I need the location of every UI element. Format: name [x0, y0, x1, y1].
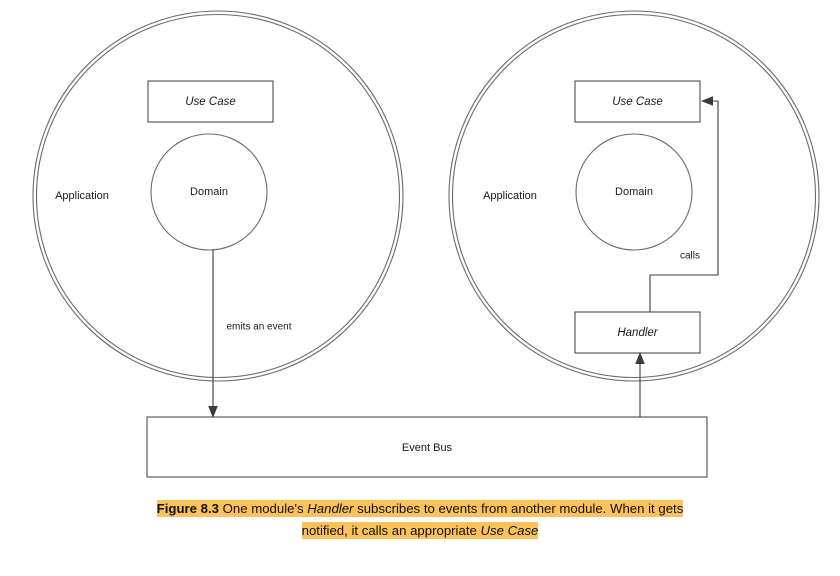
right-module-inner-ring — [451, 13, 817, 379]
caption-handler-term: Handler — [307, 501, 354, 516]
left-use-case-label: Use Case — [185, 96, 236, 108]
right-use-case-label: Use Case — [612, 96, 663, 108]
right-handler-label: Handler — [617, 327, 658, 339]
caption-line-1-pre: One module's — [218, 501, 308, 516]
right-use-case-box[interactable] — [574, 80, 701, 123]
event-bus-label: Event Bus — [402, 442, 453, 454]
left-domain-label: Domain — [190, 186, 228, 198]
event-bus-to-handler-edge — [635, 352, 645, 417]
left-use-case-box[interactable] — [147, 80, 274, 123]
caption-line-2: notified, it calls an appropriate Use Ca… — [301, 522, 539, 539]
emits-an-event-label: emits an event — [226, 322, 291, 333]
handler-calls-use-case-edge: calls — [649, 96, 719, 312]
left-module: Application Use Case Domain — [32, 10, 404, 382]
emits-an-event-edge: emits an event — [208, 250, 292, 418]
left-module-outer-ring — [32, 10, 404, 382]
right-application-label: Application — [483, 190, 537, 202]
caption-use-case-term: Use Case — [480, 523, 539, 538]
notify-edge-arrowhead — [635, 352, 645, 364]
calls-label: calls — [680, 251, 700, 262]
left-domain-circle[interactable] — [150, 133, 268, 251]
left-application-label: Application — [55, 190, 109, 202]
event-bus[interactable]: Event Bus — [146, 416, 708, 478]
right-module-outer-ring — [448, 10, 820, 382]
right-handler-box[interactable] — [574, 311, 701, 354]
caption-line-1: Figure 8.3 One module's Handler subscrib… — [156, 500, 684, 517]
emits-edge-arrowhead — [208, 406, 218, 418]
right-domain-label: Domain — [615, 186, 653, 198]
figure-number: Figure 8.3 — [156, 501, 219, 516]
caption-line-2-pre: notified, it calls an appropriate — [301, 523, 481, 538]
right-domain-circle[interactable] — [575, 133, 693, 251]
caption-line-1-post: subscribes to events from another module… — [353, 501, 684, 516]
event-bus-box[interactable] — [146, 416, 708, 478]
figure-caption: Figure 8.3 One module's Handler subscrib… — [0, 498, 840, 542]
left-module-inner-ring — [35, 13, 401, 379]
calls-edge-line — [649, 100, 719, 312]
calls-edge-arrowhead — [701, 96, 713, 106]
right-module: Application Use Case Domain Handler — [448, 10, 820, 382]
